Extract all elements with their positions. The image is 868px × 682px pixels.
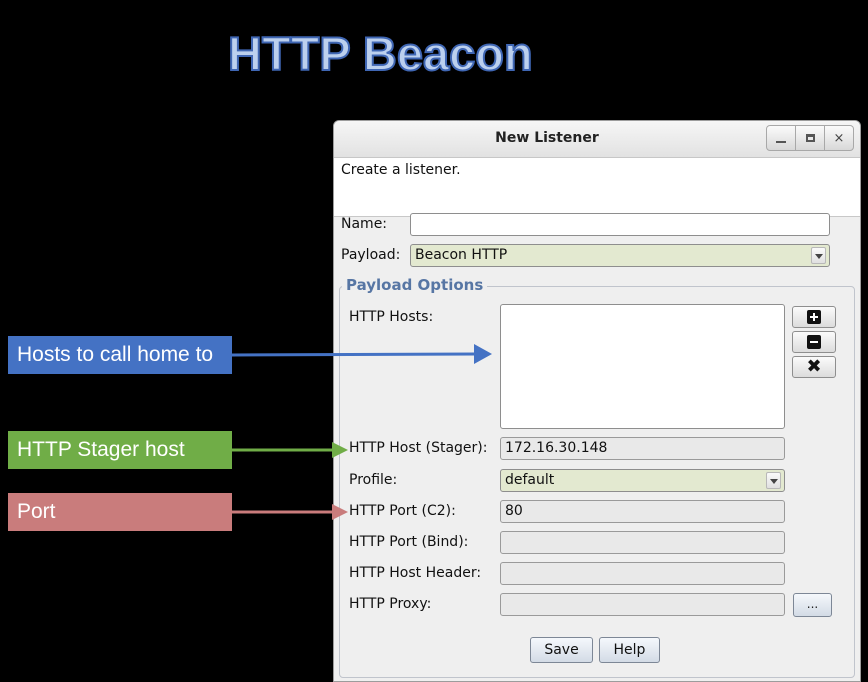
http-proxy-input[interactable] (500, 593, 785, 616)
name-input[interactable] (410, 213, 830, 236)
port-callout: Port (8, 493, 232, 531)
port-arrow (232, 504, 348, 520)
maximize-button[interactable] (795, 125, 825, 151)
slide-title: HTTP Beacon (227, 26, 534, 81)
http-port-c2-label: HTTP Port (C2): (349, 503, 456, 519)
payload-options-title: Payload Options (342, 276, 488, 294)
new-listener-dialog: New Listener × Create a listener. Name: … (333, 120, 861, 682)
maximize-icon (805, 134, 815, 142)
minimize-icon (776, 141, 786, 143)
add-host-button[interactable] (792, 306, 836, 328)
help-button[interactable]: Help (599, 637, 660, 663)
http-proxy-label: HTTP Proxy: (349, 596, 432, 612)
close-icon: × (833, 130, 845, 146)
payload-label: Payload: (341, 247, 401, 263)
payload-select[interactable]: Beacon HTTP (410, 244, 830, 267)
http-port-bind-input[interactable] (500, 531, 785, 554)
profile-value: default (505, 472, 555, 488)
payload-value: Beacon HTTP (415, 247, 508, 263)
name-label: Name: (341, 216, 388, 232)
minus-icon (807, 335, 821, 349)
http-hosts-label: HTTP Hosts: (349, 309, 434, 325)
http-port-c2-input[interactable]: 80 (500, 500, 785, 523)
hosts-callout: Hosts to call home to (8, 336, 232, 374)
plus-icon (807, 310, 821, 324)
profile-select[interactable]: default (500, 469, 785, 492)
chevron-down-icon (766, 472, 781, 489)
proxy-browse-button[interactable]: ... (793, 593, 832, 617)
http-host-stager-input[interactable]: 172.16.30.148 (500, 437, 785, 460)
window-controls: × (766, 125, 854, 151)
http-host-stager-label: HTTP Host (Stager): (349, 440, 488, 456)
close-button[interactable]: × (824, 125, 854, 151)
profile-label: Profile: (349, 472, 398, 488)
http-port-bind-label: HTTP Port (Bind): (349, 534, 469, 550)
clear-hosts-button[interactable]: ✖ (792, 356, 836, 378)
http-host-header-input[interactable] (500, 562, 785, 585)
stager-arrow (232, 442, 348, 458)
clear-icon: ✖ (806, 356, 822, 377)
http-hosts-list[interactable] (500, 304, 785, 429)
remove-host-button[interactable] (792, 331, 836, 353)
save-button[interactable]: Save (530, 637, 593, 663)
http-host-header-label: HTTP Host Header: (349, 565, 482, 581)
annotation-arrows (231, 344, 492, 520)
minimize-button[interactable] (766, 125, 796, 151)
dialog-description: Create a listener. (341, 162, 461, 178)
hosts-arrow (231, 344, 492, 364)
dialog-title: New Listener (495, 130, 599, 146)
chevron-down-icon (811, 247, 826, 264)
dialog-titlebar: New Listener × (334, 121, 860, 158)
stager-callout: HTTP Stager host (8, 431, 232, 469)
